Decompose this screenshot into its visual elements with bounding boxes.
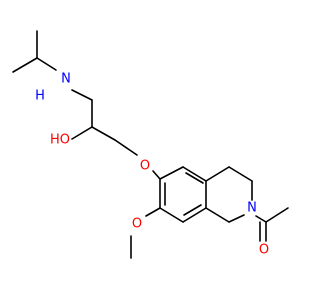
molecule-structure: N H HO O O N O bbox=[12, 30, 289, 259]
amine-nitrogen-label: N bbox=[61, 72, 71, 87]
ring-nitrogen-label: N bbox=[247, 201, 257, 216]
ether-oxygen-label: O bbox=[140, 159, 150, 174]
bond bbox=[182, 166, 207, 182]
bond bbox=[228, 166, 253, 182]
bond bbox=[71, 126, 93, 140]
amine-hydrogen-label: H bbox=[35, 89, 45, 104]
bond bbox=[205, 166, 230, 182]
bond bbox=[159, 166, 184, 180]
bond bbox=[71, 89, 93, 101]
bond bbox=[145, 207, 161, 217]
bond bbox=[205, 207, 230, 223]
hydroxyl-label: HO bbox=[50, 133, 70, 148]
bond bbox=[185, 172, 204, 184]
molecule-canvas: N H HO O O N O bbox=[12, 30, 289, 259]
bond bbox=[159, 207, 184, 223]
bond bbox=[182, 207, 207, 223]
bond bbox=[183, 204, 202, 216]
bond bbox=[265, 207, 289, 223]
methoxy-oxygen-label: O bbox=[132, 217, 142, 232]
bond bbox=[152, 170, 161, 180]
carbonyl-oxygen-label: O bbox=[259, 243, 269, 258]
bond bbox=[12, 57, 38, 73]
bond bbox=[91, 126, 116, 141]
bond bbox=[255, 215, 267, 223]
bond bbox=[36, 57, 57, 71]
bond bbox=[114, 139, 138, 156]
bond bbox=[228, 214, 245, 223]
